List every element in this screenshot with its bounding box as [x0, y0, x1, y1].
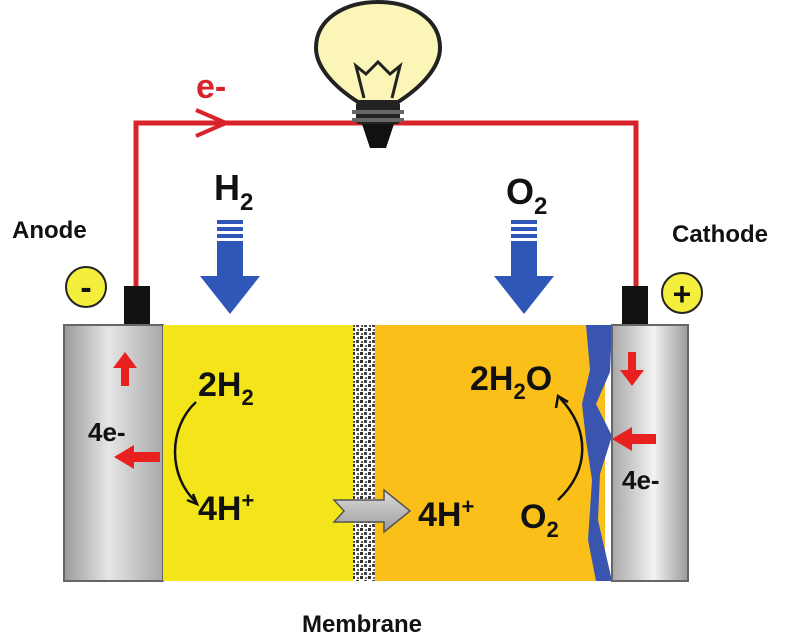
anode-terminal — [124, 286, 150, 328]
circuit-wire — [133, 120, 639, 290]
anode-electron-label: 4e- — [88, 417, 126, 447]
electron-flow-label: e- — [196, 68, 226, 106]
cathode-product-2h2o: 2H2O — [470, 360, 552, 404]
cathode-zone — [375, 325, 605, 581]
anode-electron-up-arrow — [113, 352, 137, 386]
cathode-electron-down-arrow — [620, 352, 644, 386]
anode-electron-left-arrow — [114, 445, 160, 469]
cathode-catalyst-layer — [582, 325, 612, 581]
lightbulb-icon — [313, 0, 443, 148]
cathode-reaction-arrowhead — [554, 393, 569, 409]
negative-sign-badge — [65, 266, 107, 308]
cathode-electrode — [611, 324, 689, 582]
cathode-proton-4h-plus: 4H+ — [418, 494, 474, 534]
membrane — [353, 325, 375, 581]
negative-sign: - — [80, 269, 91, 307]
positive-sign: + — [673, 276, 692, 312]
oxygen-input-label: O2 — [506, 171, 547, 220]
cathode-terminal — [622, 286, 648, 328]
hydrogen-input-label: H2 — [214, 167, 253, 216]
cathode-electron-label: 4e- — [622, 465, 660, 495]
positive-sign-badge — [661, 272, 703, 314]
cathode-electron-left-arrow — [612, 427, 656, 451]
membrane-label: Membrane — [302, 611, 422, 638]
anode-product-4h-plus: 4H+ — [198, 488, 254, 528]
cathode-label: Cathode — [672, 221, 768, 248]
anode-reaction-arrow — [173, 401, 197, 503]
anode-zone — [163, 325, 353, 581]
electron-direction-arrow — [195, 108, 228, 138]
oxygen-inflow-arrow — [494, 220, 554, 314]
proton-transfer-arrow — [332, 488, 412, 534]
anode-reaction-arrowhead — [186, 493, 200, 507]
hydrogen-inflow-arrow — [200, 220, 260, 314]
anode-reactant-2h2: 2H2 — [198, 366, 254, 410]
cathode-reactant-o2: O2 — [520, 498, 559, 542]
cathode-reaction-arrow — [557, 397, 584, 501]
anode-label: Anode — [12, 217, 87, 244]
